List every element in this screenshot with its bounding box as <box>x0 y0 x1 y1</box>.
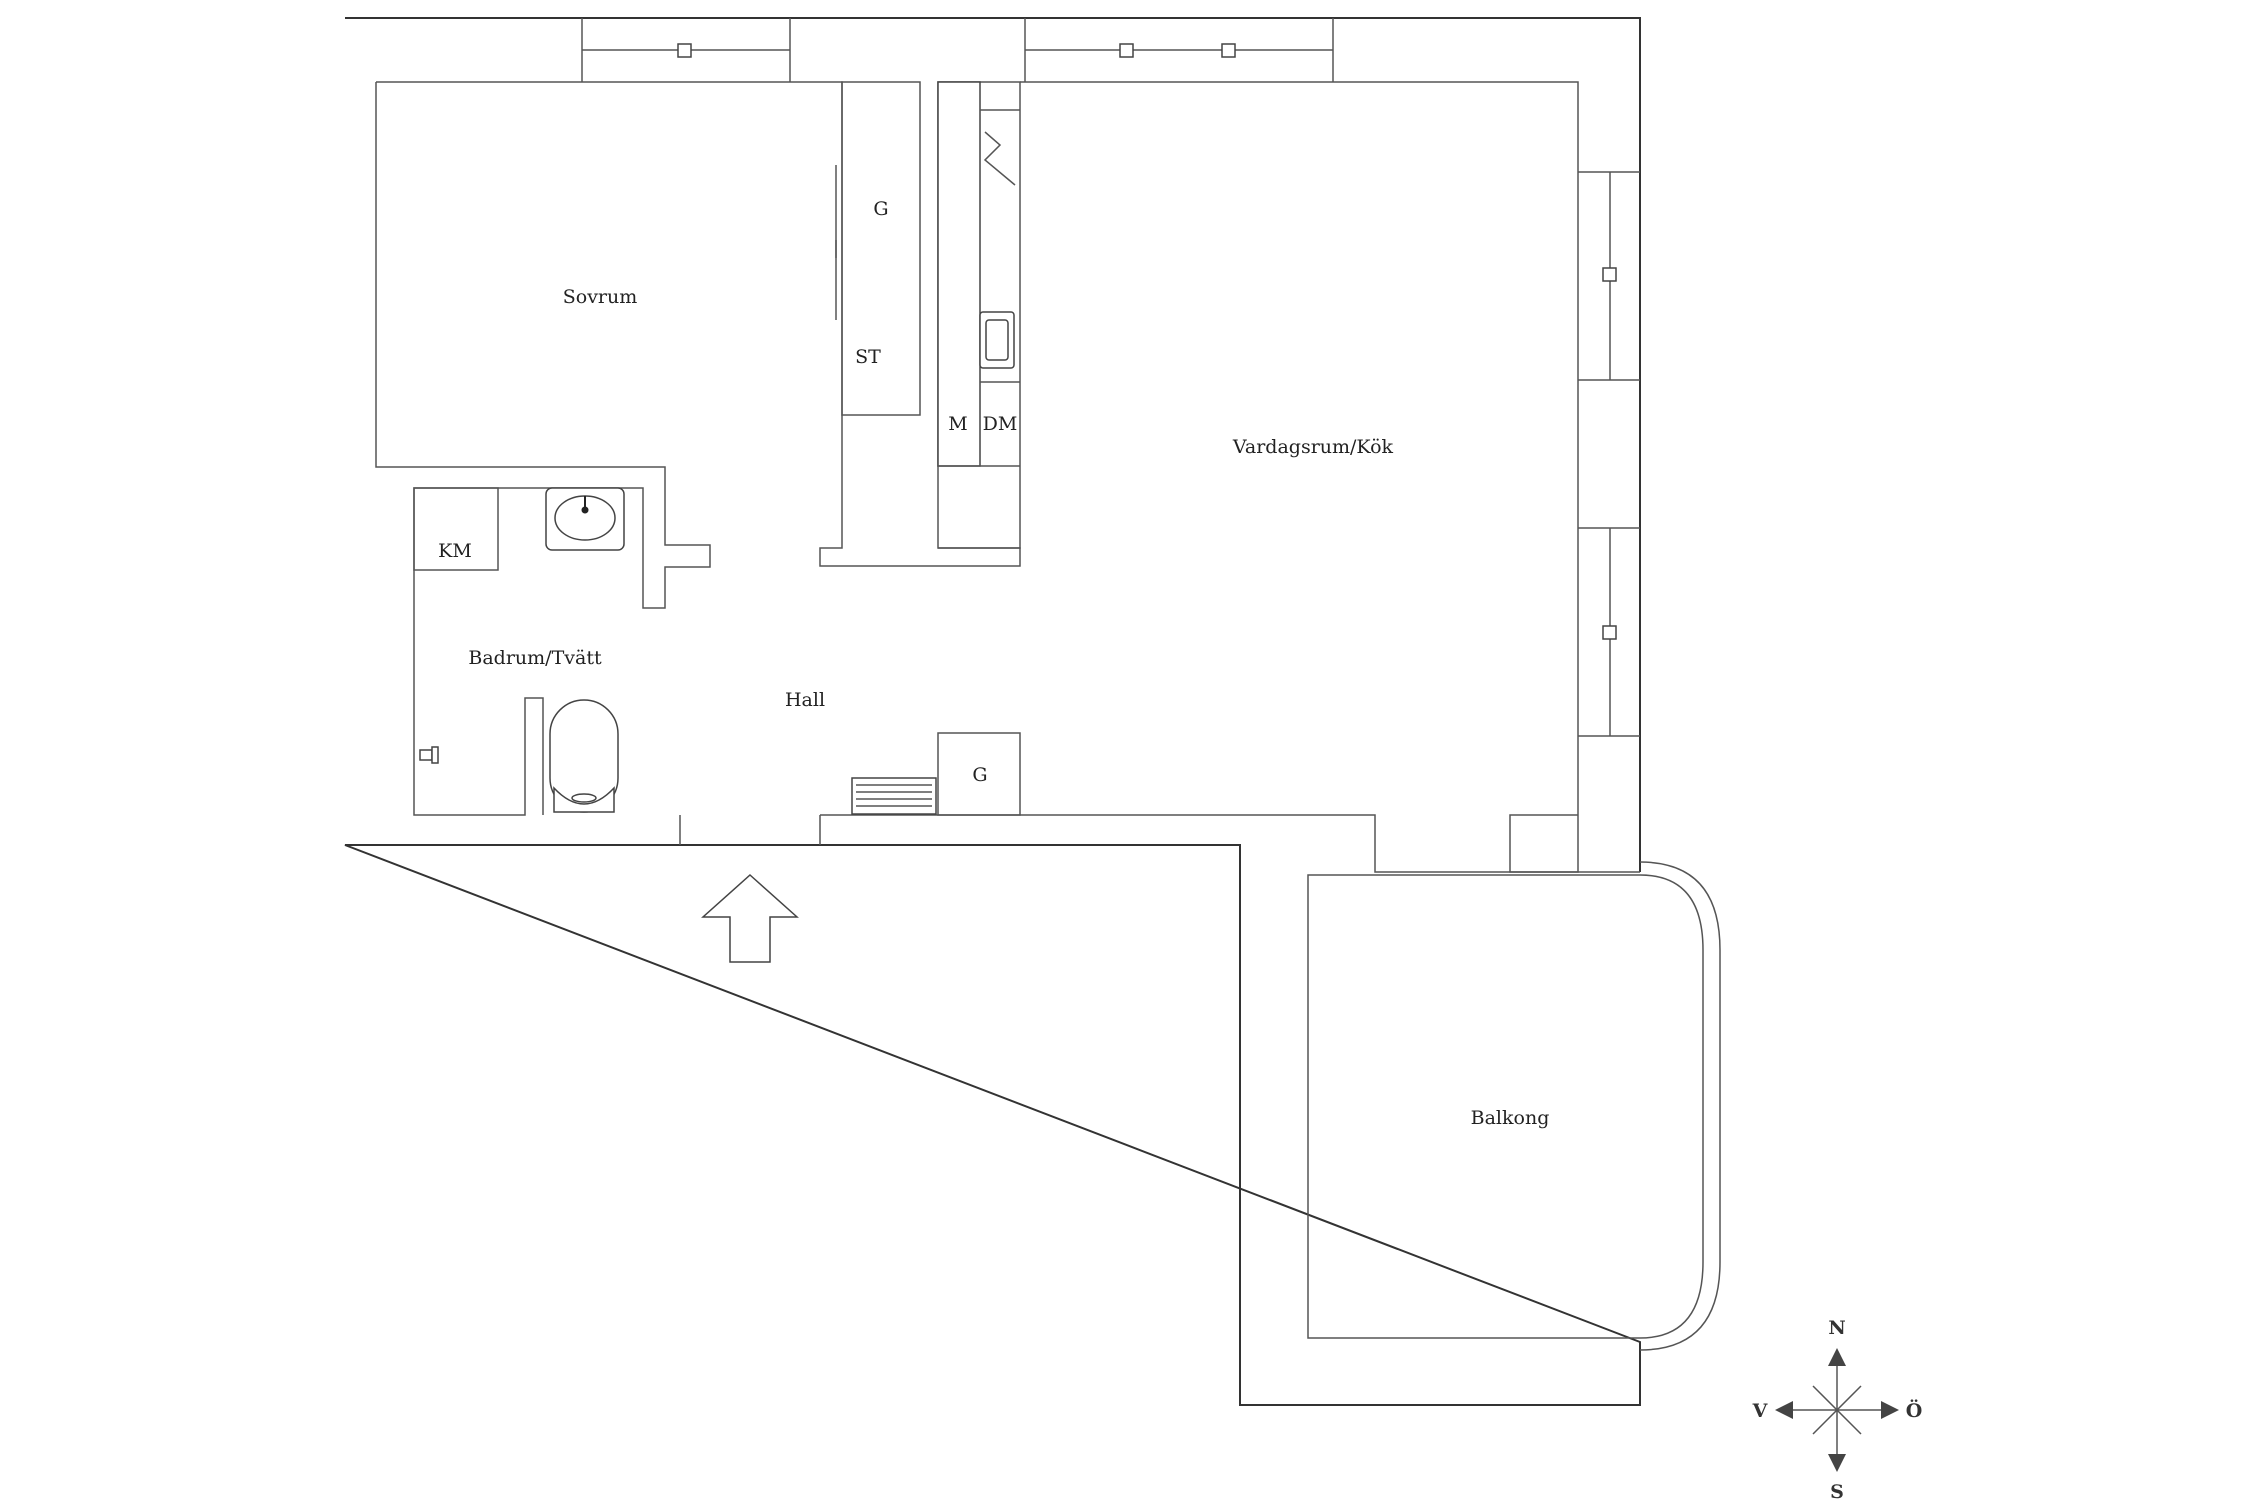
radiator <box>851 777 937 815</box>
fixture-label-wardrobe: G <box>873 198 888 220</box>
fixture-label-microwave: M <box>948 413 967 435</box>
room-label-vardagsrum: Vardagsrum/Kök <box>1232 436 1394 458</box>
compass-west-arrow-icon <box>1775 1401 1793 1419</box>
fixture-label-storage: ST <box>855 346 881 368</box>
outer-walls <box>344 17 1641 1406</box>
north-windows <box>581 18 1334 82</box>
entrance-arrow <box>701 873 799 963</box>
compass-west-label: V <box>1752 1400 1769 1422</box>
compass: N S V Ö <box>1752 1317 1923 1500</box>
east-windows <box>1578 171 1640 737</box>
compass-north-arrow-icon <box>1828 1348 1846 1366</box>
inner-walls <box>375 81 1640 873</box>
fixture-label-washer: KM <box>438 540 472 562</box>
compass-south-arrow-icon <box>1828 1454 1846 1472</box>
compass-north-label: N <box>1828 1317 1845 1339</box>
bathroom-fixtures <box>419 487 937 815</box>
room-label-badrum: Badrum/Tvätt <box>468 647 602 669</box>
balcony <box>1307 861 1721 1351</box>
compass-south-label: S <box>1830 1481 1844 1500</box>
compass-east-arrow-icon <box>1881 1401 1899 1419</box>
fixture-label-hall-wardrobe: G <box>972 764 987 786</box>
fixture-label-dishwasher: DM <box>983 413 1018 435</box>
room-label-hall: Hall <box>785 689 825 711</box>
room-label-balkong: Balkong <box>1471 1107 1550 1129</box>
room-label-sovrum: Sovrum <box>563 286 638 308</box>
compass-east-label: Ö <box>1906 1399 1923 1422</box>
